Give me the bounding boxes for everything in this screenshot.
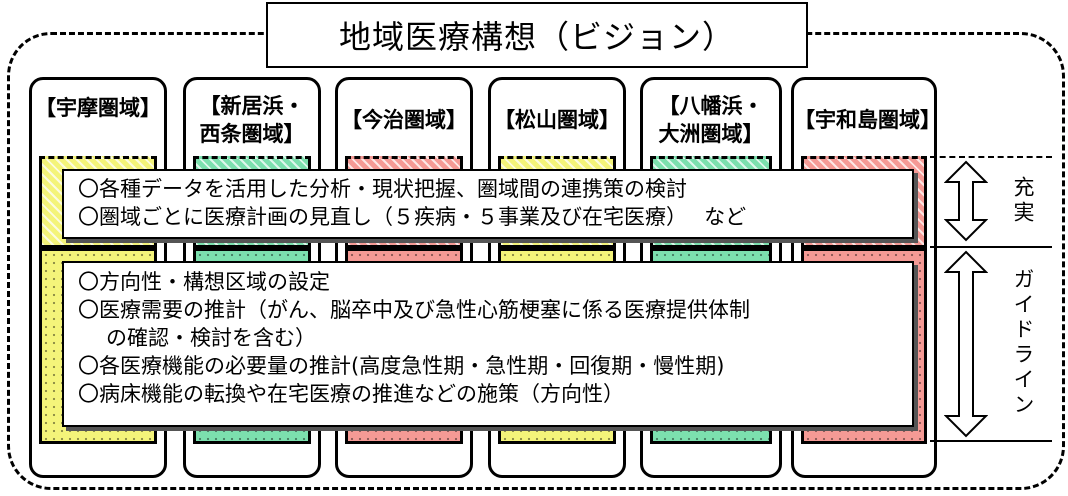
guideline-item: 〇方向性・構想区域の設定 bbox=[78, 270, 330, 294]
region-label-imabari: 【今治圏域】 bbox=[341, 108, 467, 132]
enhancement-items-box: 〇各種データを活用した分析・現状把握、圏域間の連携策の検討 〇圏域ごとに医療計画… bbox=[62, 169, 914, 239]
guideline-double-arrow-icon bbox=[944, 250, 988, 438]
side-label-enhancement: 充実 bbox=[1011, 176, 1035, 226]
page-title: 地域医療構想（ビジョン） bbox=[266, 2, 808, 68]
region-label-uma: 【宇摩圏域】 bbox=[35, 96, 161, 120]
enhancement-item: 〇圏域ごとに医療計画の見直し（５疾病・５事業及び在宅医療） など bbox=[78, 205, 747, 229]
region-label-matsuyama: 【松山圏域】 bbox=[494, 108, 620, 132]
enhancement-top-dashed-line bbox=[930, 156, 1052, 158]
enhancement-double-arrow-icon bbox=[944, 160, 988, 242]
enhancement-item: 〇各種データを活用した分析・現状把握、圏域間の連携策の検討 bbox=[78, 177, 687, 201]
region-label-uwajima: 【宇和島圏域】 bbox=[794, 108, 941, 132]
guideline-item-continuation: の確認・検討を含む） bbox=[106, 326, 316, 350]
guideline-bottom-line bbox=[930, 440, 1052, 442]
section-divider-line bbox=[930, 246, 1052, 248]
region-label-niihama-saijo: 【新居浜・ 西条圏域】 bbox=[199, 94, 305, 146]
guideline-item: 〇各医療機能の必要量の推計(高度急性期・急性期・回復期・慢性期) bbox=[78, 354, 725, 378]
guideline-item: 〇病床機能の転換や在宅医療の推進などの施策（方向性） bbox=[78, 382, 624, 406]
side-label-guideline: ガイドライン bbox=[1011, 268, 1035, 418]
guideline-items-box: 〇方向性・構想区域の設定 〇医療需要の推計（がん、脳卒中及び急性心筋梗塞に係る医… bbox=[62, 261, 914, 427]
guideline-item: 〇医療需要の推計（がん、脳卒中及び急性心筋梗塞に係る医療提供体制 bbox=[78, 298, 750, 322]
region-label-yawatahama-ozu: 【八幡浜・ 大洲圏域】 bbox=[658, 94, 764, 146]
